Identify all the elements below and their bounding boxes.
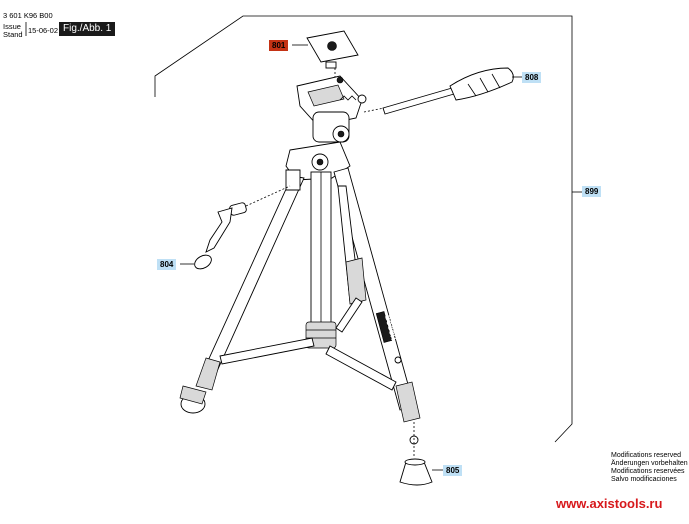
notice-en: Modifications reserved (611, 452, 682, 459)
notice-de: Änderungen vorbehalten (611, 460, 688, 467)
tripod-crown-part (285, 141, 351, 181)
crank-axis (245, 185, 291, 207)
notice-fr: Modifications reservées (611, 468, 685, 475)
leg-spreader-braces-part (219, 297, 397, 391)
center-column-part (305, 171, 337, 349)
pan-tilt-head-part (296, 75, 367, 143)
callout-804: 804 (157, 259, 177, 270)
tripod-leg-right-part: BOSCH (333, 167, 421, 423)
notice-es: Salvo modificaciones (611, 476, 677, 483)
handle-axis (363, 107, 385, 113)
rubber-foot-part (399, 435, 433, 486)
issue-date: 15-06-02 (28, 26, 59, 35)
callout-805: 805 (443, 465, 463, 476)
pan-handle-part (382, 67, 514, 115)
stand-label: Stand (3, 30, 23, 39)
site-watermark: www.axistools.ru (556, 496, 663, 511)
callout-808: 808 (522, 72, 542, 83)
document-number: 3 601 K96 B00 (3, 11, 53, 20)
quick-release-plate-part (306, 30, 359, 69)
height-crank-part (194, 202, 247, 270)
callout-801: 801 (269, 40, 289, 51)
issue-label: Issue (3, 22, 21, 31)
callout-899: 899 (582, 186, 602, 197)
figure-label: Fig./Abb. 1 (59, 22, 116, 36)
tripod-leg-left-part (179, 169, 305, 414)
assembly-boundary-frame (154, 15, 573, 443)
tripod-leg-rear-part (337, 185, 367, 305)
